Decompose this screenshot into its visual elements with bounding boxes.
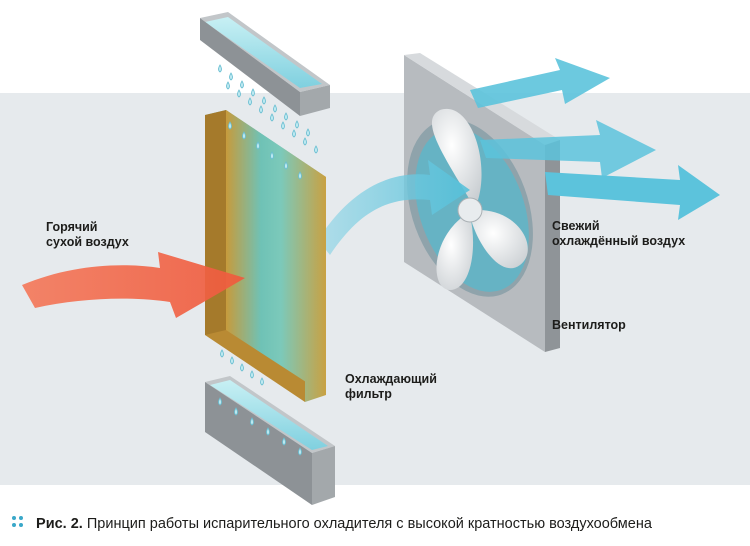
label-fresh-air: Свежий охлаждённый воздух: [552, 219, 685, 249]
water-drop-icon: [250, 370, 254, 379]
water-drop-icon: [306, 128, 310, 137]
figure-caption: Рис. 2. Принцип работы испарительного ох…: [12, 515, 742, 532]
caption-dots-icon: [12, 515, 26, 529]
label-cooling-filter: Охлаждающий фильтр: [345, 372, 437, 402]
water-drop-icon: [242, 131, 246, 140]
hot-air-arrow: [22, 252, 245, 318]
water-drop-icon: [273, 104, 277, 113]
water-drop-icon: [229, 72, 233, 81]
water-drop-icon: [298, 171, 302, 180]
water-drop-icon: [240, 363, 244, 372]
bottom-water-tray: [205, 376, 335, 505]
water-drop-icon: [240, 80, 244, 89]
water-drop-icon: [218, 397, 222, 406]
water-drop-icon: [220, 349, 224, 358]
water-drop-icon: [237, 89, 241, 98]
water-drop-icon: [298, 447, 302, 456]
water-drop-icon: [266, 427, 270, 436]
top-water-tray: [200, 12, 330, 116]
water-drop-icon: [228, 121, 232, 130]
water-drop-icon: [234, 407, 238, 416]
water-drop-icon: [303, 137, 307, 146]
water-drop-icon: [226, 81, 230, 90]
water-drop-icon: [270, 151, 274, 160]
water-drop-icon: [260, 377, 264, 386]
cooling-filter: [205, 110, 326, 402]
label-fan: Вентилятор: [552, 318, 626, 332]
water-drop-icon: [270, 113, 274, 122]
figure-number: Рис. 2.: [36, 516, 83, 532]
caption-text: Принцип работы испарительного охладителя…: [86, 516, 652, 532]
water-drop-icon: [248, 97, 252, 106]
water-drop-icon: [259, 105, 263, 114]
water-drop-icon: [284, 161, 288, 170]
water-drops: [218, 64, 318, 456]
fan: [404, 53, 560, 352]
water-drop-icon: [218, 64, 222, 73]
cool-air-arrows: [318, 58, 720, 255]
water-drop-icon: [256, 141, 260, 150]
water-drop-icon: [292, 129, 296, 138]
label-hot-air: Горячий сухой воздух: [46, 220, 129, 250]
water-drop-icon: [230, 356, 234, 365]
water-drop-icon: [250, 417, 254, 426]
water-drop-icon: [251, 88, 255, 97]
label-cooling-filter-line-1: Охлаждающий: [345, 372, 437, 386]
water-drop-icon: [284, 112, 288, 121]
label-cooling-filter-line-2: фильтр: [345, 387, 392, 401]
water-drop-icon: [314, 145, 318, 154]
label-hot-air-line-1: Горячий: [46, 220, 98, 234]
water-drop-icon: [262, 96, 266, 105]
label-fresh-air-line-1: Свежий: [552, 219, 600, 233]
water-drop-icon: [281, 121, 285, 130]
label-fresh-air-line-2: охлаждённый воздух: [552, 234, 686, 248]
label-hot-air-line-2: сухой воздух: [46, 235, 129, 249]
water-drop-icon: [295, 120, 299, 129]
water-drop-icon: [282, 437, 286, 446]
